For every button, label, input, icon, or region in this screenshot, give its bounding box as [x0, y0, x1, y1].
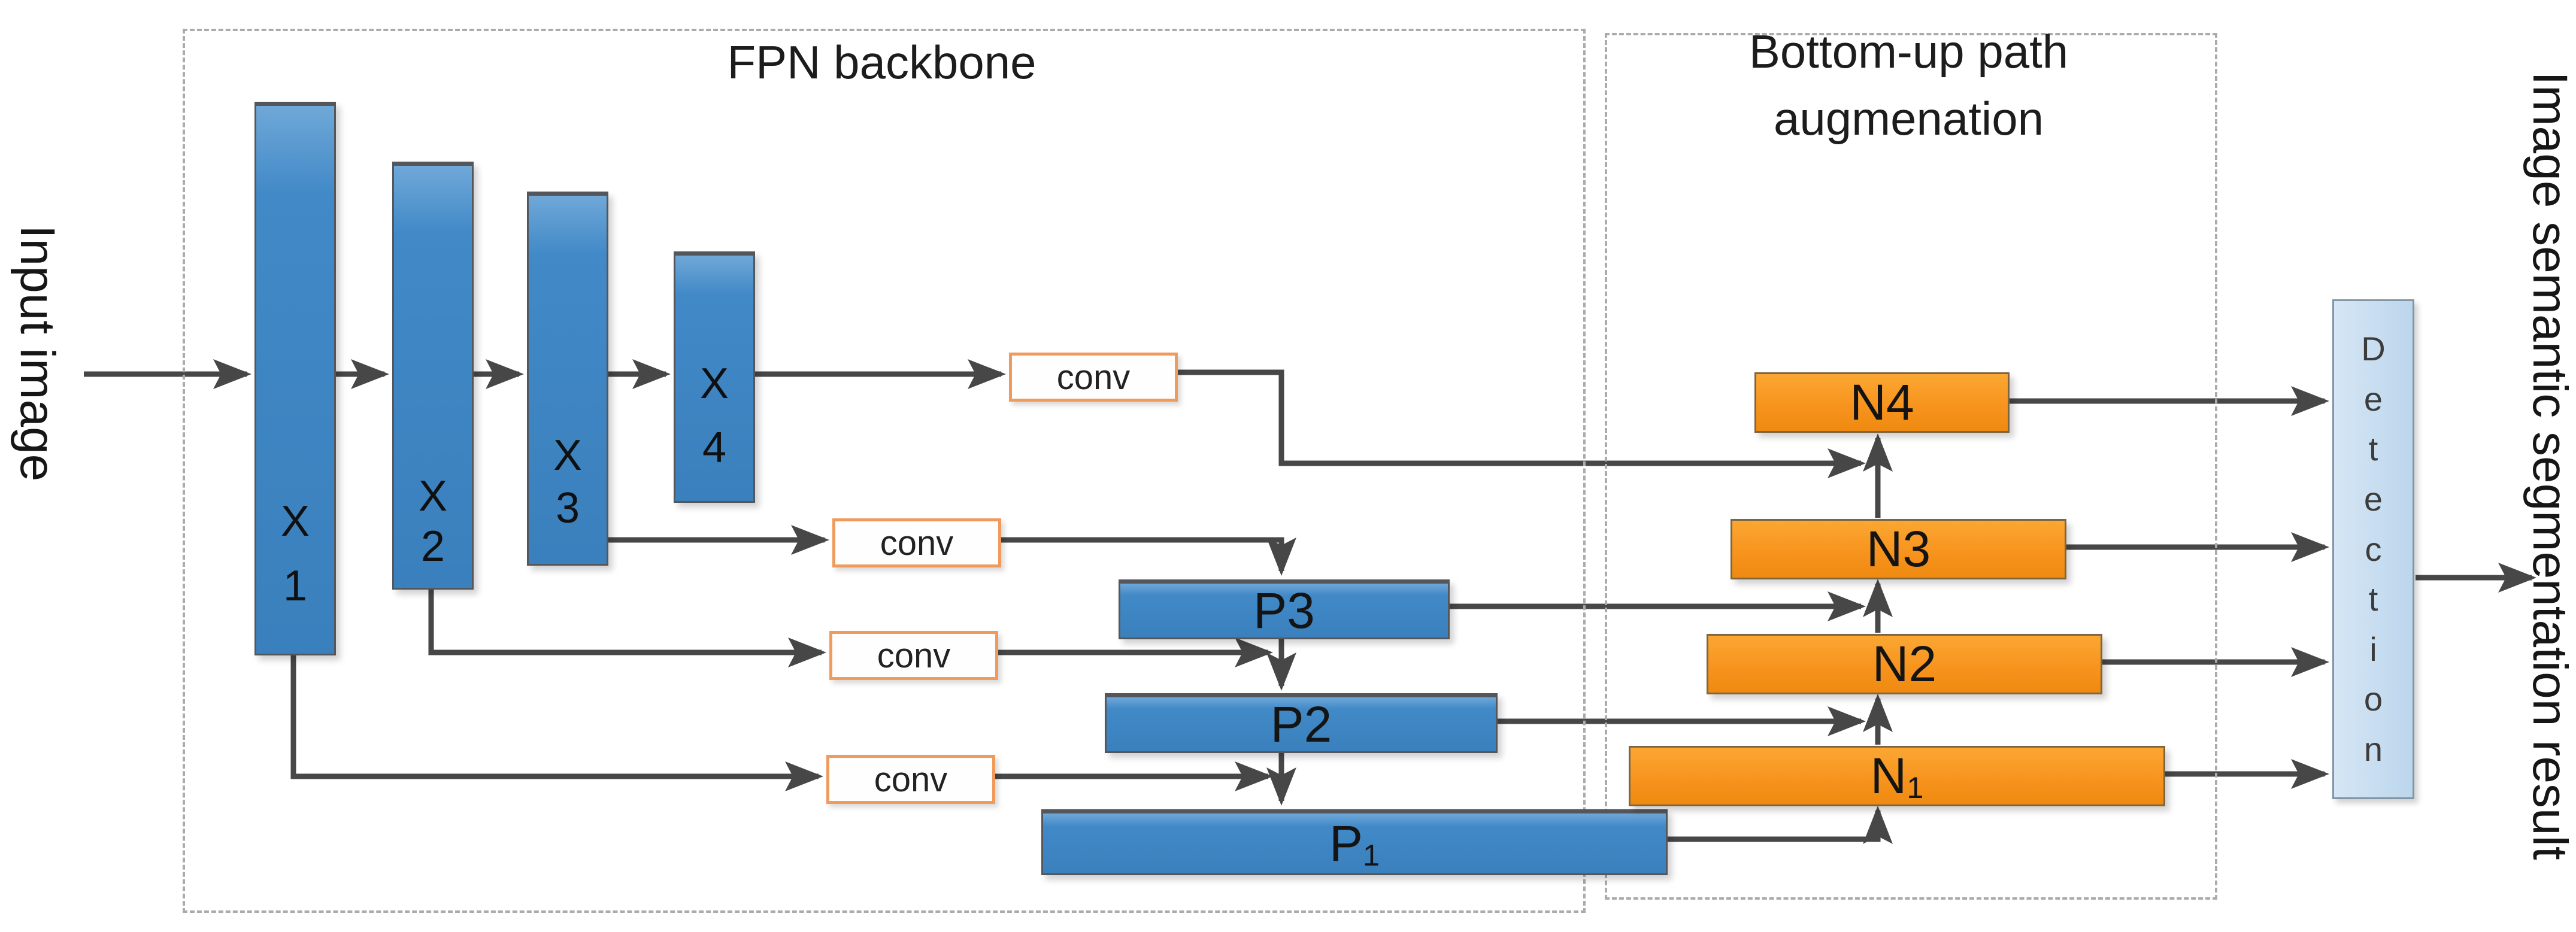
x4-bar-digit: 4 — [702, 424, 727, 472]
x1-bar: X 1 — [254, 102, 336, 655]
fpn-backbone-title: FPN backbone — [727, 36, 1037, 89]
line-conv1-to-n4-junction — [1175, 369, 1866, 478]
arrow-conv2-to-p3 — [995, 537, 1296, 576]
output-result-label: Image semantic segmentation result — [2523, 71, 2576, 860]
x1-bar-letter: X — [280, 497, 310, 545]
detection-letter: e — [2363, 380, 2383, 418]
n2-bar: N2 — [1707, 634, 2102, 694]
detection-letter: n — [2363, 730, 2383, 768]
bottom-up-box — [1605, 33, 2217, 900]
n4-bar: N4 — [1754, 372, 2010, 433]
bottom-up-title-line2: augmenation — [1773, 92, 2044, 145]
x3-bar: X 3 — [527, 192, 608, 566]
p2-bar: P2 — [1105, 693, 1498, 753]
x2-bar-letter: X — [418, 472, 448, 520]
arrow-x2-to-conv3 — [428, 584, 826, 667]
p3-bar: P3 — [1119, 579, 1450, 639]
x4-bar: X 4 — [674, 251, 755, 503]
p2-bar-label: P2 — [1270, 696, 1332, 752]
detection-letter: i — [2369, 630, 2377, 668]
conv4-box: conv — [826, 755, 995, 804]
n3-bar: N3 — [1731, 519, 2066, 579]
x1-bar-digit: 1 — [283, 562, 308, 610]
x2-bar-digit: 2 — [420, 523, 446, 570]
bottom-up-title-line1: Bottom-up path — [1748, 25, 2069, 78]
detection-letter: t — [2368, 580, 2378, 618]
p1-bar-label: P1 — [1329, 815, 1380, 872]
detection-letter: e — [2363, 479, 2383, 518]
n4-bar-label: N4 — [1850, 374, 1914, 430]
detection-box: D e t e c t i o n — [2332, 299, 2414, 799]
n1-bar-label: N1 — [1870, 748, 1924, 805]
n1-bar: N1 — [1629, 746, 2165, 806]
conv2-box: conv — [832, 518, 1001, 567]
n3-bar-label: N3 — [1866, 521, 1931, 577]
x4-bar-letter: X — [699, 360, 729, 408]
x2-bar: X 2 — [392, 162, 474, 590]
n2-bar-label: N2 — [1872, 636, 1937, 692]
x3-bar-letter: X — [553, 432, 583, 479]
input-image-label: Input image — [10, 224, 65, 482]
fpn-backbone-box — [183, 29, 1586, 913]
x3-bar-digit: 3 — [555, 484, 580, 532]
detection-letter: c — [2365, 530, 2382, 568]
arrow-x1-to-conv4 — [290, 651, 823, 791]
conv3-box: conv — [829, 631, 998, 680]
p3-bar-label: P3 — [1253, 582, 1315, 639]
p1-bar: P1 — [1041, 809, 1668, 875]
detection-letter: D — [2361, 330, 2386, 368]
detection-letter: o — [2363, 680, 2383, 718]
detection-letter: t — [2368, 430, 2378, 468]
arrow-p1-to-n1 — [1665, 806, 1893, 844]
conv1-box: conv — [1009, 353, 1178, 402]
